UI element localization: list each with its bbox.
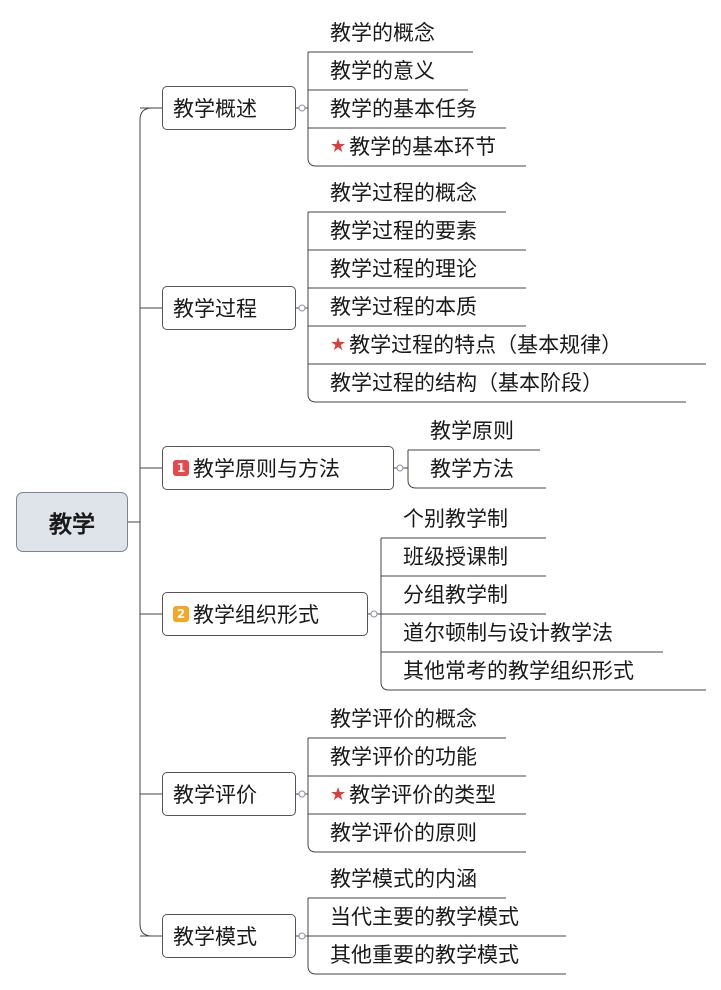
leaf-label: 教学评价的类型 <box>349 783 497 807</box>
leaf-label: 个别教学制 <box>403 507 508 531</box>
trunk-line <box>139 107 153 937</box>
leaf-node[interactable]: 当代主要的教学模式 <box>308 898 566 934</box>
branch-label: 教学组织形式 <box>193 603 319 627</box>
leaf-spine <box>307 738 317 853</box>
leaf-label: 教学评价的功能 <box>330 745 477 769</box>
leaf-label: 教学方法 <box>430 457 514 481</box>
leaf-label: 其他常考的教学组织形式 <box>403 659 634 683</box>
leaf-node[interactable]: ★教学的基本环节 <box>308 128 526 164</box>
leaf-node[interactable]: 教学模式的内涵 <box>308 860 506 896</box>
leaf-label: 教学过程的理论 <box>330 257 477 281</box>
leaf-label: 教学原则 <box>430 419 514 443</box>
leaf-label: 教学过程的结构（基本阶段） <box>330 371 603 395</box>
leaf-label: 教学模式的内涵 <box>330 867 477 891</box>
leaf-label: 教学评价的概念 <box>330 707 477 731</box>
collapse-toggle-icon[interactable] <box>298 104 306 112</box>
branch-node[interactable]: 教学模式 <box>162 914 296 958</box>
leaf-label: 教学过程的要素 <box>330 219 477 243</box>
leaf-node[interactable]: 教学方法 <box>408 450 546 486</box>
leaf-label: 分组教学制 <box>403 583 508 607</box>
branch-label: 教学概述 <box>173 97 257 121</box>
leaf-spine <box>307 52 317 167</box>
leaf-spine <box>380 538 390 691</box>
branch-label: 教学过程 <box>173 297 257 321</box>
root-label: 教学 <box>49 512 95 538</box>
leaf-label: 教学的意义 <box>330 59 435 83</box>
branch-node[interactable]: 教学评价 <box>162 772 296 816</box>
branch-label: 教学评价 <box>173 783 257 807</box>
collapse-toggle-icon[interactable] <box>298 932 306 940</box>
leaf-node[interactable]: 班级授课制 <box>381 538 546 574</box>
collapse-toggle-icon[interactable] <box>396 464 404 472</box>
leaf-node[interactable]: 教学过程的概念 <box>308 174 506 210</box>
leaf-spine <box>307 898 317 975</box>
branch-node[interactable]: 教学概述 <box>162 86 296 130</box>
leaf-label: 教学的基本环节 <box>349 135 497 159</box>
leaf-node[interactable]: 个别教学制 <box>381 500 546 536</box>
branch-label: 教学原则与方法 <box>193 457 340 481</box>
leaf-node[interactable]: 分组教学制 <box>381 576 546 612</box>
collapse-toggle-icon[interactable] <box>298 304 306 312</box>
priority-badge-icon: 1 <box>173 460 189 476</box>
leaf-spine <box>407 450 417 489</box>
leaf-node[interactable]: 教学的概念 <box>308 14 473 50</box>
branch-label: 教学模式 <box>173 925 257 949</box>
branch-node[interactable]: 教学过程 <box>162 286 296 330</box>
leaf-label: 教学过程的特点（基本规律） <box>349 333 623 357</box>
star-icon: ★ <box>330 135 347 157</box>
leaf-node[interactable]: 教学的意义 <box>308 52 468 88</box>
leaf-node[interactable]: 其他常考的教学组织形式 <box>381 652 706 688</box>
leaf-spine <box>307 212 317 403</box>
leaf-node[interactable]: 教学过程的本质 <box>308 288 526 324</box>
root-node[interactable]: 教学 <box>16 492 128 552</box>
leaf-node[interactable]: ★教学评价的类型 <box>308 776 526 812</box>
leaf-node[interactable]: 教学原则 <box>408 412 540 448</box>
collapse-toggle-icon[interactable] <box>370 610 378 618</box>
leaf-label: 道尔顿制与设计教学法 <box>403 621 613 645</box>
leaf-label: 教学评价的原则 <box>330 821 477 845</box>
priority-badge-icon: 2 <box>173 606 189 622</box>
leaf-node[interactable]: 教学评价的功能 <box>308 738 526 774</box>
leaf-node[interactable]: 教学过程的要素 <box>308 212 526 248</box>
leaf-node[interactable]: 教学评价的原则 <box>308 814 526 850</box>
leaf-label: 当代主要的教学模式 <box>330 905 519 929</box>
leaf-node[interactable]: 教学的基本任务 <box>308 90 506 126</box>
leaf-label: 其他重要的教学模式 <box>330 943 519 967</box>
leaf-node[interactable]: 教学过程的结构（基本阶段） <box>308 364 686 400</box>
leaf-node[interactable]: 教学过程的理论 <box>308 250 526 286</box>
leaf-label: 教学过程的本质 <box>330 295 477 319</box>
leaf-label: 教学的基本任务 <box>330 97 477 121</box>
leaf-node[interactable]: 教学评价的概念 <box>308 700 506 736</box>
leaf-label: 教学的概念 <box>330 21 435 45</box>
star-icon: ★ <box>330 783 347 805</box>
leaf-node[interactable]: 其他重要的教学模式 <box>308 936 566 972</box>
leaf-node[interactable]: 道尔顿制与设计教学法 <box>381 614 663 650</box>
leaf-label: 教学过程的概念 <box>330 181 477 205</box>
leaf-node[interactable]: ★教学过程的特点（基本规律） <box>308 326 706 362</box>
collapse-toggle-icon[interactable] <box>298 790 306 798</box>
star-icon: ★ <box>330 333 347 355</box>
leaf-label: 班级授课制 <box>403 545 508 569</box>
